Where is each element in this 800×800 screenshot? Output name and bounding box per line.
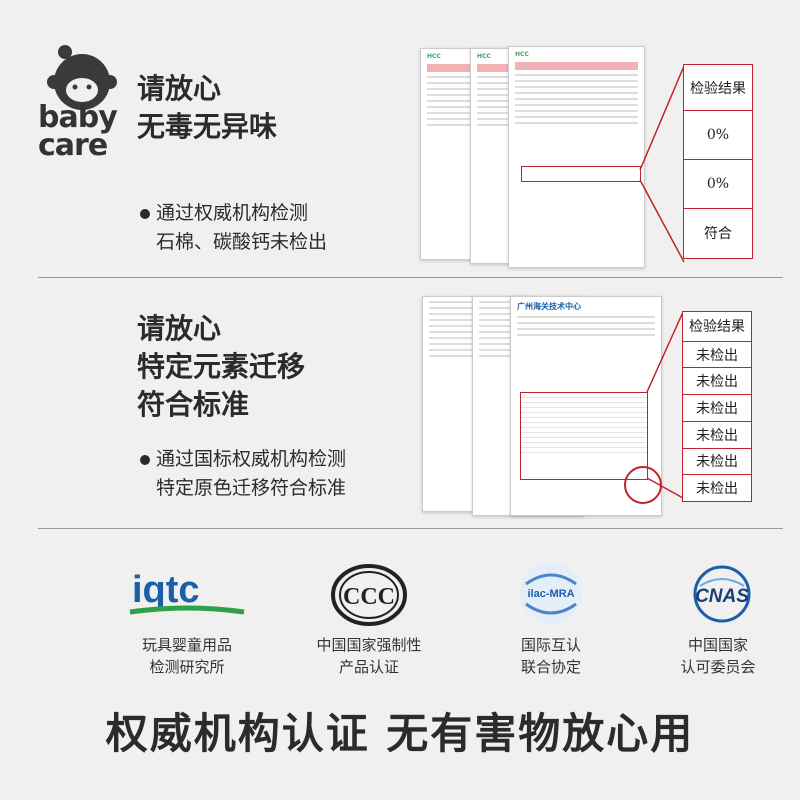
cert-label-line: 中国国家强制性 (316, 636, 422, 654)
result-cell: 0% (684, 160, 752, 209)
result-highlight-box (521, 166, 641, 182)
result-cell: 未检出 (683, 422, 751, 449)
section1-bullet-line: 石棉、碳酸钙未检出 (156, 231, 328, 253)
cert-label-iqtc: 玩具婴童用品 检测研究所 (102, 634, 272, 678)
result-highlight-box (520, 392, 648, 480)
result-header: 检验结果 (684, 65, 752, 111)
section1-headline-line: 请放心 (137, 72, 222, 105)
result-cell: 未检出 (696, 481, 738, 498)
footer-slogan: 权威机构认证 无有害物放心用 (105, 709, 695, 758)
result-cell: 符合 (704, 226, 732, 242)
section1-headline: 请放心 无毒无异味 (137, 70, 277, 146)
result-cell: 未检出 (683, 449, 751, 476)
cert-label-line: 国际互认 (520, 636, 581, 654)
brand-logo-line2: care (38, 128, 108, 163)
doc-brand: HCC (427, 53, 441, 60)
brand-logo-line1: baby (38, 100, 118, 135)
section2-bullet-line: 特定原色迁移符合标准 (156, 477, 347, 499)
section1-bullet: 通过权威机构检测 石棉、碳酸钙未检出 (156, 199, 327, 257)
bullet-dot-icon (140, 209, 150, 219)
result-header: 检验结果 (683, 312, 751, 342)
result-column-2: 检验结果 未检出 未检出 未检出 未检出 未检出 未检出 (682, 311, 752, 502)
section2-headline-line: 符合标准 (137, 388, 250, 421)
section2-headline-line: 请放心 (137, 312, 222, 345)
section-divider (38, 277, 783, 278)
cert-label-cnas: 中国国家 认可委员会 (638, 634, 798, 678)
bullet-dot-icon (140, 455, 150, 465)
result-cell: 未检出 (683, 368, 751, 396)
callout-lines (639, 65, 685, 263)
result-cell: 0% (684, 111, 752, 160)
section-divider (38, 528, 783, 529)
cert-label-line: 认可委员会 (680, 658, 756, 676)
ccc-logo-text: CCC (343, 584, 395, 610)
result-column-1: 检验结果 0% 0% 符合 (683, 64, 753, 259)
iqtc-logo-icon: iqtc (129, 569, 245, 615)
callout-lines (646, 311, 684, 499)
section2-headline-line: 特定元素迁移 (137, 350, 306, 383)
section2-bullet-line: 通过国标权威机构检测 (156, 448, 347, 470)
ccc-logo-icon: CCC (331, 564, 407, 626)
doc-brand: 广州海关技术中心 (517, 302, 581, 311)
result-cell: 未检出 (683, 395, 751, 422)
section1-headline-line: 无毒无异味 (137, 110, 278, 143)
cnas-logo-icon: CNAS (693, 565, 751, 623)
cert-label-line: 产品认证 (338, 658, 399, 676)
result-cell: 未检出 (683, 342, 751, 369)
cert-label-line: 联合协定 (520, 658, 581, 676)
babycare-logo-icon (47, 45, 117, 110)
cert-label-line: 检测研究所 (149, 658, 225, 676)
test-report-document: HCC (508, 46, 645, 268)
iqtc-logo-text: iqtc (132, 569, 200, 611)
cnas-logo-text: CNAS (695, 586, 749, 607)
cert-label-ilac-mra: 国际互认 联合协定 (466, 634, 636, 678)
section2-bullet: 通过国标权威机构检测 特定原色迁移符合标准 (156, 445, 346, 503)
brand-logo-text: baby care (38, 100, 118, 163)
doc-brand: HCC (515, 51, 529, 58)
section2-headline: 请放心 特定元素迁移 符合标准 (137, 310, 305, 424)
cert-label-ccc: 中国国家强制性 产品认证 (284, 634, 454, 678)
cert-label-line: 玩具婴童用品 (141, 636, 232, 654)
section1-bullet-line: 通过权威机构检测 (156, 202, 309, 224)
cert-label-line: 中国国家 (687, 636, 748, 654)
ilac-mra-logo-text: ilac-MRA (527, 588, 574, 600)
ilac-mra-logo-icon: ilac-MRA (520, 562, 582, 624)
doc-brand: HCC (477, 53, 491, 60)
